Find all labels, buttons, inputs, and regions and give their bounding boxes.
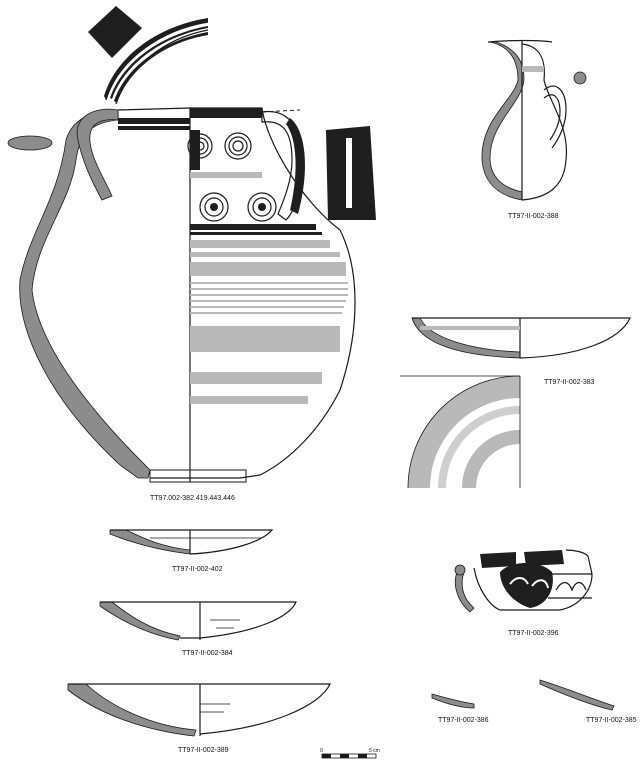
- decorated-sherd-drawing: [454, 549, 593, 613]
- deep-bowl-drawing: [99, 601, 297, 641]
- rim-fragment: [7, 135, 53, 151]
- label-plate: TT97-II-002-383: [544, 379, 595, 386]
- neck-band-top: [190, 108, 262, 118]
- concentric-circle-decoration: [187, 132, 277, 222]
- wide-bowl-drawing: [67, 683, 331, 737]
- scale-start: 0: [320, 748, 323, 754]
- scale-bar: 0 5 cm: [320, 748, 380, 759]
- label-decorated-sherd: TT97-II-002-396: [508, 630, 559, 637]
- jug-body-outline: [117, 107, 356, 479]
- label-juglet: TT97-II-002-388: [508, 213, 559, 220]
- striped-handle: [104, 18, 209, 105]
- label-deep-bowl: TT97-II-002-384: [182, 650, 233, 657]
- rim-sherd-385: [539, 679, 615, 711]
- label-wide-bowl: TT97-II-002-389: [178, 747, 229, 754]
- juglet-handle-fragment: [573, 71, 587, 85]
- jug-section-profile: [19, 111, 151, 479]
- label-sherd-386: TT97-II-002-386: [438, 717, 489, 724]
- small-bowl-drawing: [109, 529, 274, 555]
- big-jug-drawing: [7, 6, 376, 483]
- label-sherd-385: TT97-II-002-385: [586, 717, 637, 724]
- plate-drawing: [400, 317, 631, 489]
- label-small-bowl: TT97-II-002-402: [172, 566, 223, 573]
- label-big-jug: TT97.002-382.419.443.446: [150, 495, 235, 502]
- juglet-drawing: [481, 39, 587, 201]
- spout-fragment: [88, 6, 142, 58]
- scale-end: 5 cm: [369, 748, 380, 754]
- rim-sherd-386: [431, 693, 475, 709]
- left-handle: [76, 108, 119, 201]
- neck-band-left: [118, 118, 190, 124]
